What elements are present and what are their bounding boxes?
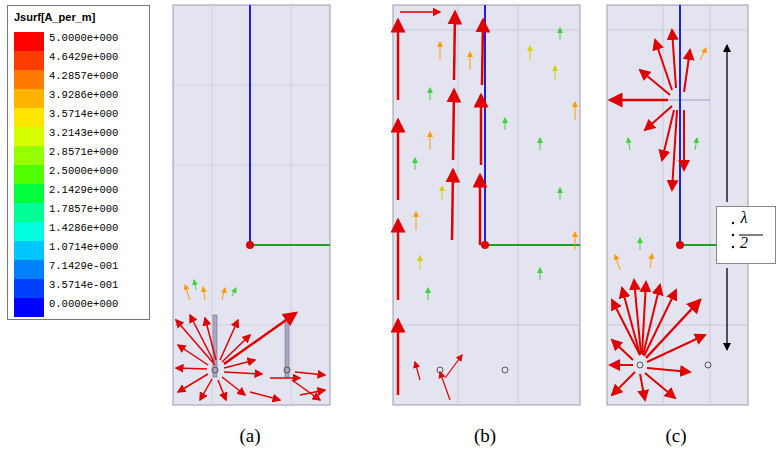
color-swatch	[14, 184, 44, 203]
legend-value: 7.1429e-001	[49, 260, 118, 272]
panel-b	[393, 5, 580, 405]
color-swatch	[14, 32, 44, 51]
legend-value: 3.5714e+000	[49, 108, 118, 120]
panel-c	[607, 5, 748, 405]
legend-value: 3.2143e+000	[49, 127, 118, 139]
color-swatch	[14, 222, 44, 241]
color-swatch	[14, 89, 44, 108]
panel-label: (a)	[239, 425, 260, 447]
legend-value: 3.5714e-001	[49, 279, 118, 291]
legend-title: Jsurf[A_per_m]	[14, 11, 95, 23]
legend-value: 2.8571e+000	[49, 146, 118, 158]
color-swatch	[14, 127, 44, 146]
color-swatch	[14, 260, 44, 279]
legend-value: 4.6429e+000	[49, 51, 118, 63]
color-swatch	[14, 70, 44, 89]
color-swatch	[14, 146, 44, 165]
legend-value: 3.9286e+000	[49, 89, 118, 101]
color-swatch	[14, 165, 44, 184]
legend-value: 0.0000e+000	[49, 298, 118, 310]
legend-value: 4.2857e+000	[49, 70, 118, 82]
lambda-symbol: λ	[741, 209, 748, 227]
panel-label: (c)	[665, 425, 686, 447]
color-swatch	[14, 298, 44, 317]
legend-value: 2.5000e+000	[49, 165, 118, 177]
color-swatch	[14, 51, 44, 70]
legend-value: 1.0714e+000	[49, 241, 118, 253]
fraction-denominator: 2	[740, 234, 748, 252]
color-swatch	[14, 241, 44, 260]
panel-a	[173, 5, 330, 405]
legend-value: 2.1429e+000	[49, 184, 118, 196]
color-swatch	[14, 203, 44, 222]
legend-value: 1.4286e+000	[49, 222, 118, 234]
legend-value: 1.7857e+000	[49, 203, 118, 215]
color-swatch	[14, 108, 44, 127]
panel-label: (b)	[474, 425, 496, 447]
legend-value: 5.0000e+000	[49, 32, 118, 44]
color-legend: Jsurf[A_per_m] 5.0000e+000 4.6429e+000 4.28…	[7, 5, 150, 320]
color-swatch	[14, 279, 44, 298]
